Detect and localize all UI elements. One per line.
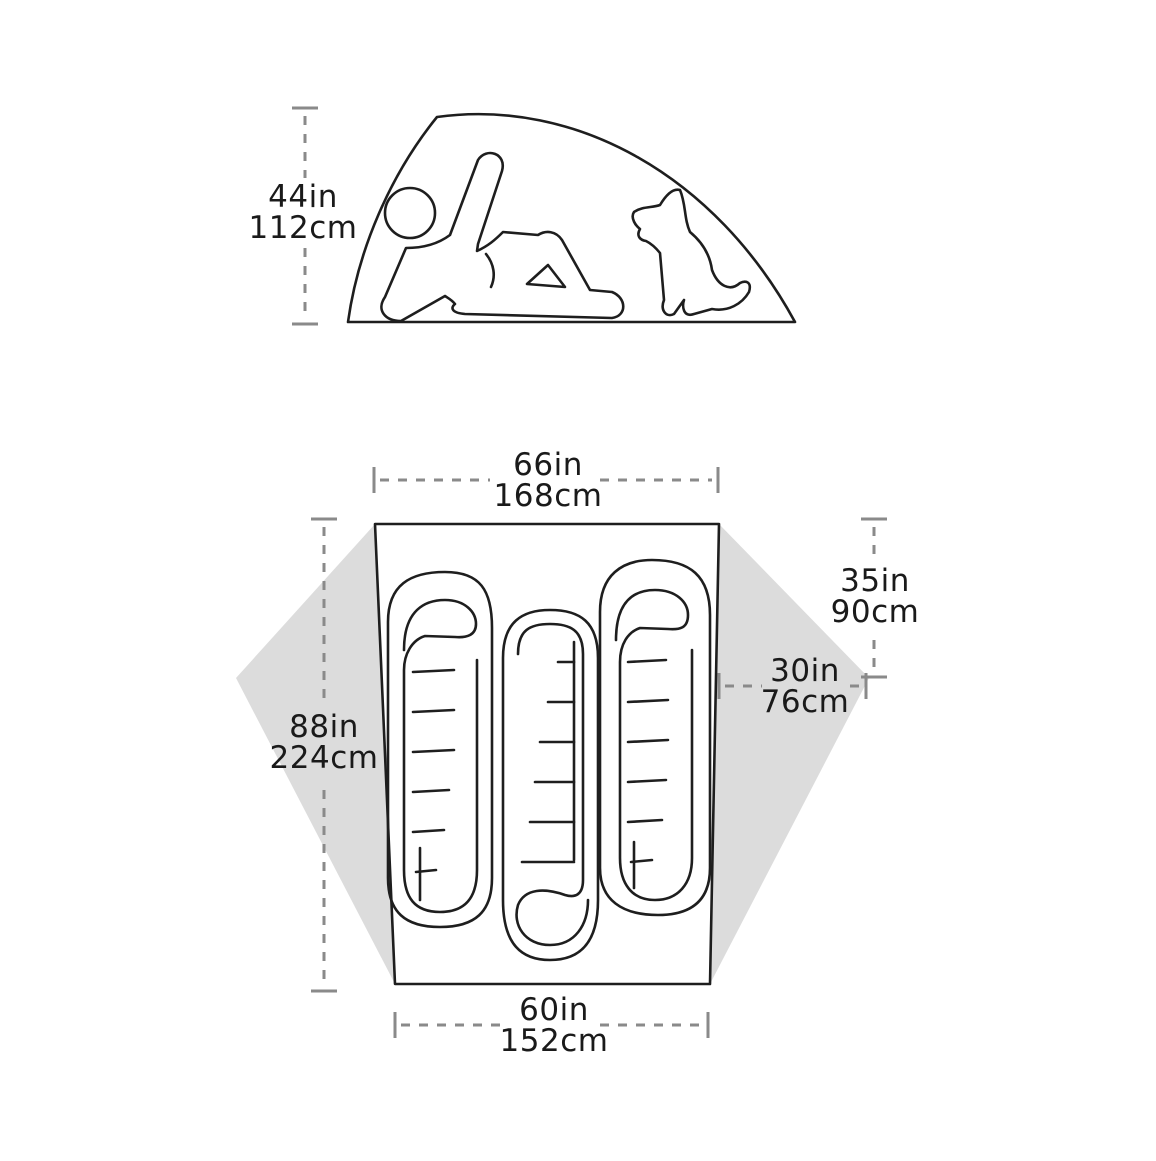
length-label: 88in 224cm <box>264 712 384 774</box>
side-height-metric: 112cm <box>248 210 358 246</box>
side-height-imperial: 44in <box>268 179 338 215</box>
top-width-dimension-line <box>372 467 720 493</box>
sleeping-bag-middle-baffles <box>520 640 576 864</box>
length-metric: 224cm <box>269 740 379 776</box>
tent-side-profile <box>346 112 797 324</box>
height-dimension-line <box>292 106 318 326</box>
side-view <box>292 106 797 326</box>
vestibule-length-metric: 90cm <box>830 594 920 630</box>
side-height-label: 44in 112cm <box>248 182 358 244</box>
length-dimension-line <box>311 517 337 993</box>
sleeping-bag-right <box>598 558 712 917</box>
sleeping-bag-left-baffles <box>411 668 456 902</box>
sleeping-bag-right-baffles <box>626 658 670 890</box>
person-icon <box>380 151 625 323</box>
bottom-width-dimension-line <box>393 1012 710 1038</box>
sleeping-bag-middle <box>501 608 600 962</box>
top-width-metric: 168cm <box>493 478 603 514</box>
right-vestibule <box>710 524 869 984</box>
top-width-label: 66in 168cm <box>478 450 618 512</box>
vestibule-depth-dimension-line <box>717 673 868 699</box>
length-imperial: 88in <box>289 709 359 745</box>
dog-icon <box>631 188 752 317</box>
top-width-imperial: 66in <box>513 447 583 483</box>
left-vestibule <box>236 524 395 984</box>
vestibule-length-imperial: 35in <box>840 563 910 599</box>
bottom-width-metric: 152cm <box>499 1023 609 1059</box>
floor-plan <box>236 467 887 1038</box>
vestibule-depth-metric: 76cm <box>760 684 850 720</box>
vestibule-depth-label: 30in 76cm <box>750 656 860 718</box>
vestibule-depth-imperial: 30in <box>770 653 840 689</box>
vestibule-length-label: 35in 90cm <box>820 566 930 628</box>
bottom-width-imperial: 60in <box>519 992 589 1028</box>
bottom-width-label: 60in 152cm <box>484 995 624 1057</box>
sleeping-bag-left <box>386 570 494 929</box>
